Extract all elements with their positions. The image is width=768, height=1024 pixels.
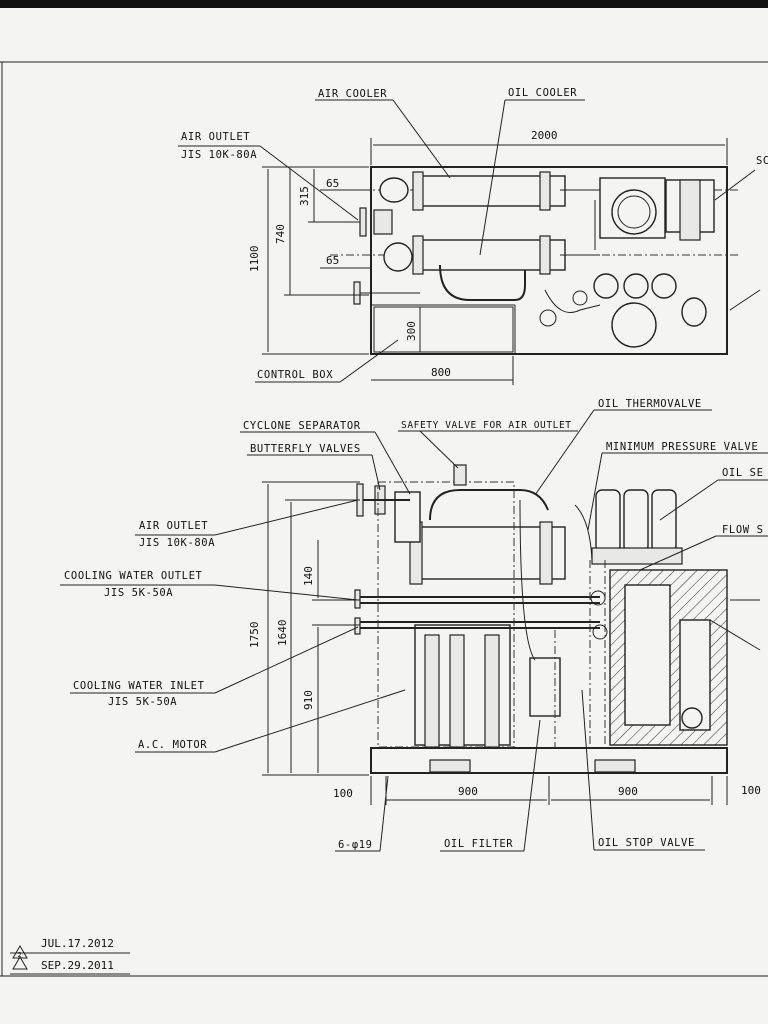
- label-safety-valve: SAFETY VALVE FOR AIR OUTLET: [401, 420, 572, 431]
- control-box: [373, 306, 514, 353]
- sheet-top-border: [0, 0, 768, 8]
- dim-315: 315: [298, 186, 311, 206]
- dim-65-bottom: 65: [326, 254, 339, 267]
- base-frame: [370, 747, 728, 774]
- label-sc-partial: SC: [756, 155, 768, 167]
- revision-mark-1: 2: [18, 951, 23, 959]
- label-oil-cooler: OIL COOLER: [508, 87, 577, 99]
- dim-1750: 1750: [248, 622, 261, 649]
- revision-block: [10, 945, 130, 975]
- label-flow-s-partial: FLOW S: [722, 524, 764, 536]
- label-minimum-pressure-valve: MINIMUM PRESSURE VALVE: [606, 441, 758, 453]
- dim-300: 300: [405, 321, 418, 341]
- label-top-air-outlet-spec: JIS 10K-80A: [181, 149, 257, 161]
- label-air-cooler: AIR COOLER: [318, 88, 387, 100]
- label-side-air-outlet: AIR OUTLET: [139, 520, 208, 532]
- dim-100-right: 100: [741, 784, 761, 797]
- revision-date-1: JUL.17.2012: [41, 937, 114, 950]
- label-control-box: CONTROL BOX: [257, 369, 333, 381]
- label-oil-se-partial: OIL SE: [722, 467, 764, 479]
- label-cooling-water-outlet-spec: JIS 5K-50A: [104, 587, 173, 599]
- label-oil-filter: OIL FILTER: [444, 838, 513, 850]
- dim-740: 740: [274, 224, 287, 244]
- label-cyclone-separator: CYCLONE SEPARATOR: [243, 420, 361, 432]
- label-cooling-water-inlet-spec: JIS 5K-50A: [108, 696, 177, 708]
- dim-100-left: 100: [333, 787, 353, 800]
- label-top-air-outlet: AIR OUTLET: [181, 131, 250, 143]
- dim-2000: 2000: [531, 129, 558, 142]
- label-cooling-water-inlet: COOLING WATER INLET: [73, 680, 205, 692]
- label-ac-motor: A.C. MOTOR: [138, 739, 207, 751]
- dim-140: 140: [302, 566, 315, 586]
- label-butterfly-valves: BUTTERFLY VALVES: [250, 443, 361, 455]
- revision-date-2: SEP.29.2011: [41, 959, 114, 972]
- label-cooling-water-outlet: COOLING WATER OUTLET: [64, 570, 203, 582]
- label-oil-thermovalve: OIL THERMOVALVE: [598, 398, 702, 410]
- dim-800: 800: [431, 366, 451, 379]
- top-view-frame: [370, 166, 728, 355]
- dim-900-left: 900: [458, 785, 478, 798]
- dim-1640: 1640: [276, 620, 289, 647]
- top-view: [178, 99, 761, 385]
- dim-65-top: 65: [326, 177, 339, 190]
- sheet-frame: [0, 61, 768, 977]
- label-side-air-outlet-spec: JIS 10K-80A: [139, 537, 215, 549]
- side-view: [60, 409, 768, 852]
- label-oil-stop-valve: OIL STOP VALVE: [598, 837, 695, 849]
- label-holes: 6-φ19: [338, 839, 373, 851]
- dim-1100: 1100: [248, 246, 261, 273]
- dim-900-right: 900: [618, 785, 638, 798]
- dim-910: 910: [302, 690, 315, 710]
